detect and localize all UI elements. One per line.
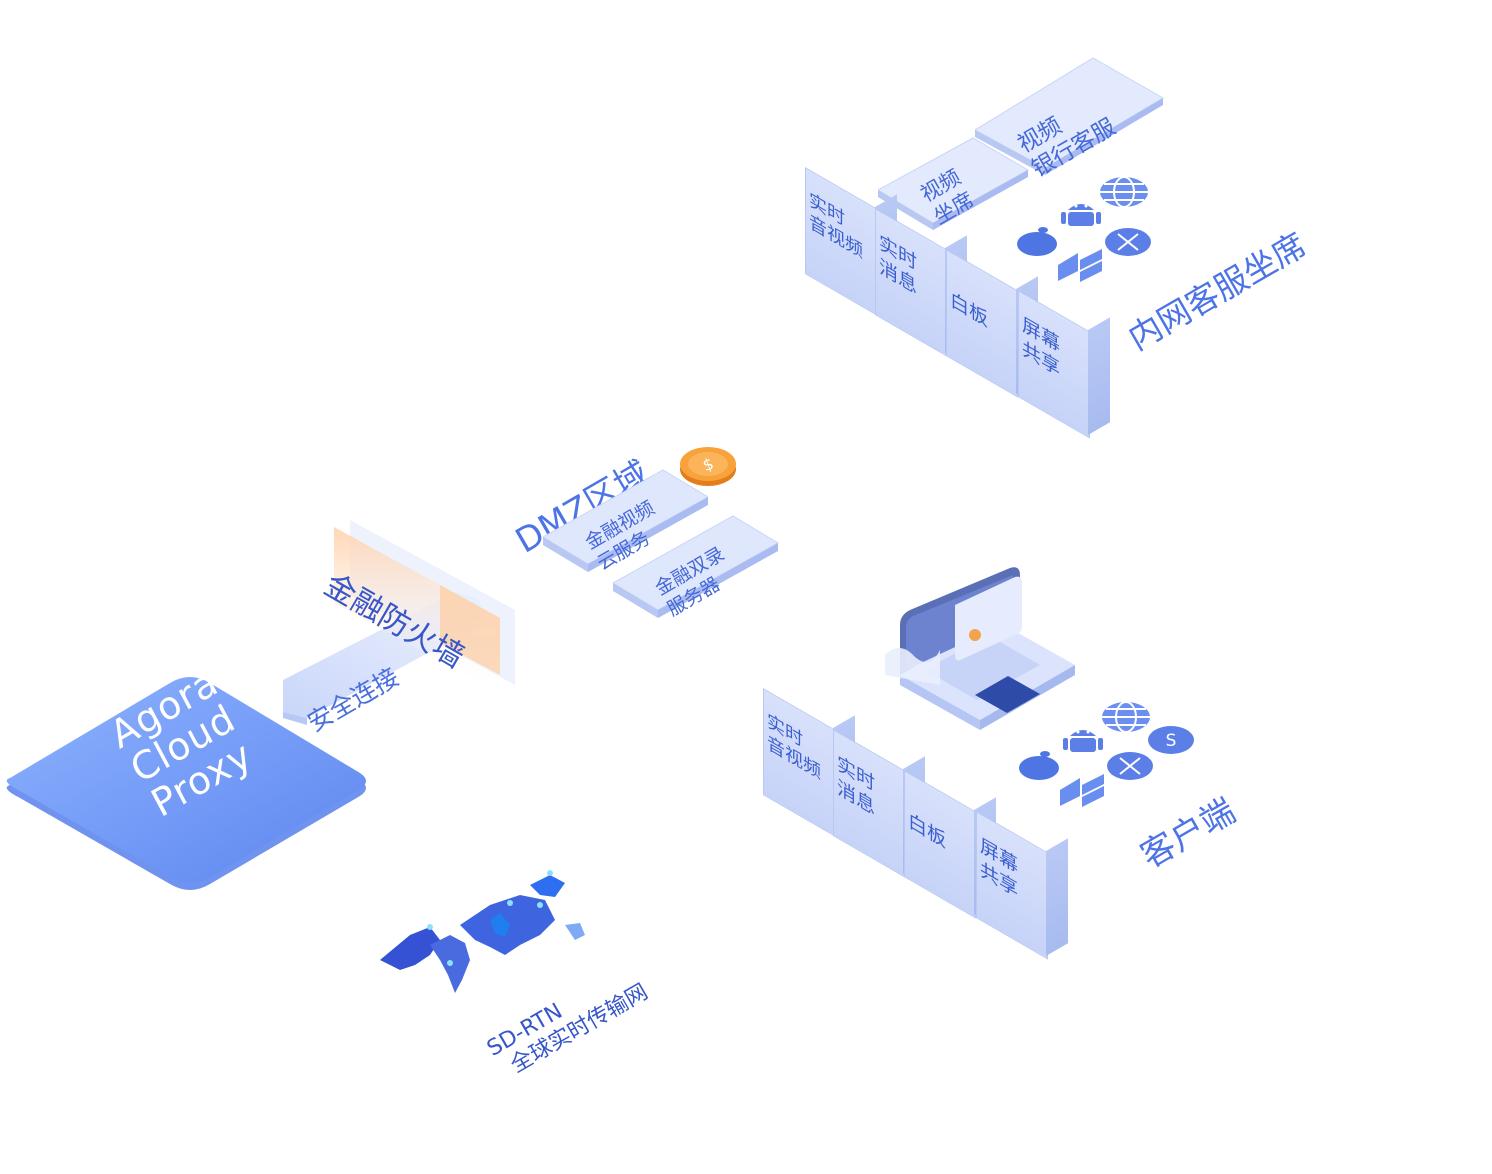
client-block-rtc: 实时 音视频 [763, 688, 855, 837]
intranet-block-screenshare: 屏幕 共享 [1018, 290, 1110, 439]
client-block-screenshare: 屏幕 共享 [976, 811, 1068, 960]
world-map-illustration [380, 870, 585, 993]
globe-icon [1102, 701, 1150, 733]
client-title: 客户端 [1134, 790, 1243, 877]
s-icon: S [1148, 726, 1194, 754]
dmz-tile-2: 金融双录 服务器 [613, 508, 781, 621]
svg-text:S: S [1166, 731, 1177, 751]
android-icon [1061, 204, 1101, 226]
intranet-tile-2: 视频 银行客服 [975, 55, 1165, 183]
windows-icon [1058, 249, 1102, 282]
intranet-block-whiteboard: 白板 [946, 249, 1038, 398]
agora-cloud-proxy-platform [6, 677, 367, 890]
windows-icon [1060, 774, 1104, 807]
intranet-block-rtm: 实时 消息 [875, 208, 967, 357]
dmz-tile-1: 金融视频 云服务 [543, 462, 708, 575]
cross-icon [1105, 228, 1151, 256]
client-block-rtm: 实时 消息 [833, 729, 925, 878]
coin-icon: $ [680, 447, 736, 486]
cross-icon [1107, 752, 1153, 780]
globe-icon [1100, 176, 1148, 208]
intranet-block-rtc: 实时 音视频 [805, 167, 897, 316]
apple-icon [1017, 227, 1057, 256]
android-icon [1063, 730, 1103, 752]
apple-icon [1019, 751, 1059, 780]
client-block-whiteboard: 白板 [904, 770, 996, 919]
firewall-wall [334, 520, 515, 693]
laptop-illustration [885, 567, 1075, 730]
